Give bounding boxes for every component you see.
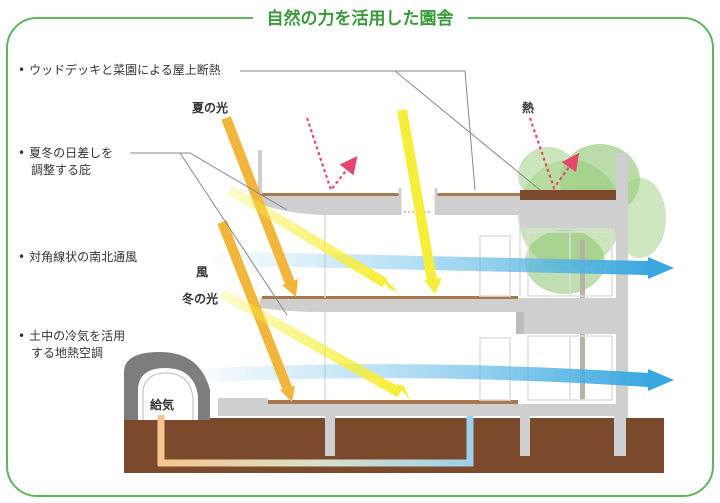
- bullet-icon: •: [18, 146, 26, 160]
- roof-wood-deck: [262, 193, 400, 196]
- wind-stream-lower: [173, 364, 655, 387]
- callout-eaves-line1: 夏冬の日差しを: [29, 146, 114, 160]
- ground-floor-step: [218, 398, 268, 406]
- second-floor-wood: [262, 296, 518, 299]
- label-summer-sun: 夏の光: [192, 101, 229, 115]
- bullet-icon: •: [18, 250, 26, 264]
- callout-geothermal: •土中の冷気を活用 する地熱空調: [18, 328, 125, 362]
- wind-stream-upper: [198, 251, 655, 275]
- callout-roof-insulation: •ウッドデッキと菜園による屋上断熱: [18, 62, 221, 79]
- callout-roof-insulation-text: ウッドデッキと菜園による屋上断熱: [29, 63, 221, 77]
- summer-sun-rays: [221, 109, 442, 297]
- leader-line-eaves-2: [179, 152, 288, 316]
- wind-arrow-icon: [648, 369, 674, 391]
- roof-opening: [398, 188, 438, 215]
- second-floor-beam: [516, 312, 628, 334]
- roof-garden-soil: [520, 190, 618, 200]
- foundation-pier: [614, 414, 626, 456]
- label-air-intake: 給気: [148, 396, 177, 413]
- foundation-pier: [325, 414, 335, 456]
- air-supply-pipe: [157, 408, 474, 467]
- roof-wood-deck: [436, 193, 520, 196]
- winter-sun-rays: [217, 220, 410, 402]
- roof-slab: [262, 195, 400, 215]
- callout-geothermal-line1: 土中の冷気を活用: [29, 329, 126, 343]
- label-wind: 風: [196, 265, 209, 279]
- second-floor-beam-wall: [516, 312, 524, 334]
- parapet-wall: [616, 153, 628, 418]
- roof-slab-right: [436, 195, 628, 228]
- leader-line-eaves: [130, 152, 288, 211]
- bullet-icon: •: [18, 329, 26, 343]
- callout-eaves-line2: 調整する庇: [31, 163, 92, 177]
- wind-arrow-icon: [648, 257, 674, 279]
- label-heat: 熱: [522, 101, 535, 115]
- heat-arrow-left: [305, 117, 358, 193]
- callout-eaves: •夏冬の日差しを 調整する庇: [18, 145, 113, 179]
- ground-floor-slab: [218, 404, 628, 416]
- callout-wind-path: •対角線状の南北通風: [18, 249, 137, 266]
- callout-geothermal-line2: する地熱空調: [31, 346, 104, 360]
- tunnel-inner-line: [142, 372, 194, 420]
- foundation-pier: [520, 414, 530, 456]
- left-wall-top: [258, 150, 262, 205]
- leader-line-roof-garden: [394, 70, 541, 191]
- heat-arrow-right: [528, 117, 580, 191]
- leader-line-roof: [240, 70, 476, 191]
- ground-floor-wood: [268, 400, 518, 404]
- bullet-icon: •: [18, 63, 26, 77]
- diagram-title: 自然の力を活用した園舎: [0, 4, 720, 29]
- label-winter-sun: 冬の光: [182, 292, 219, 306]
- second-floor-slab: [260, 298, 628, 312]
- callout-wind-path-text: 対角線状の南北通風: [29, 250, 138, 264]
